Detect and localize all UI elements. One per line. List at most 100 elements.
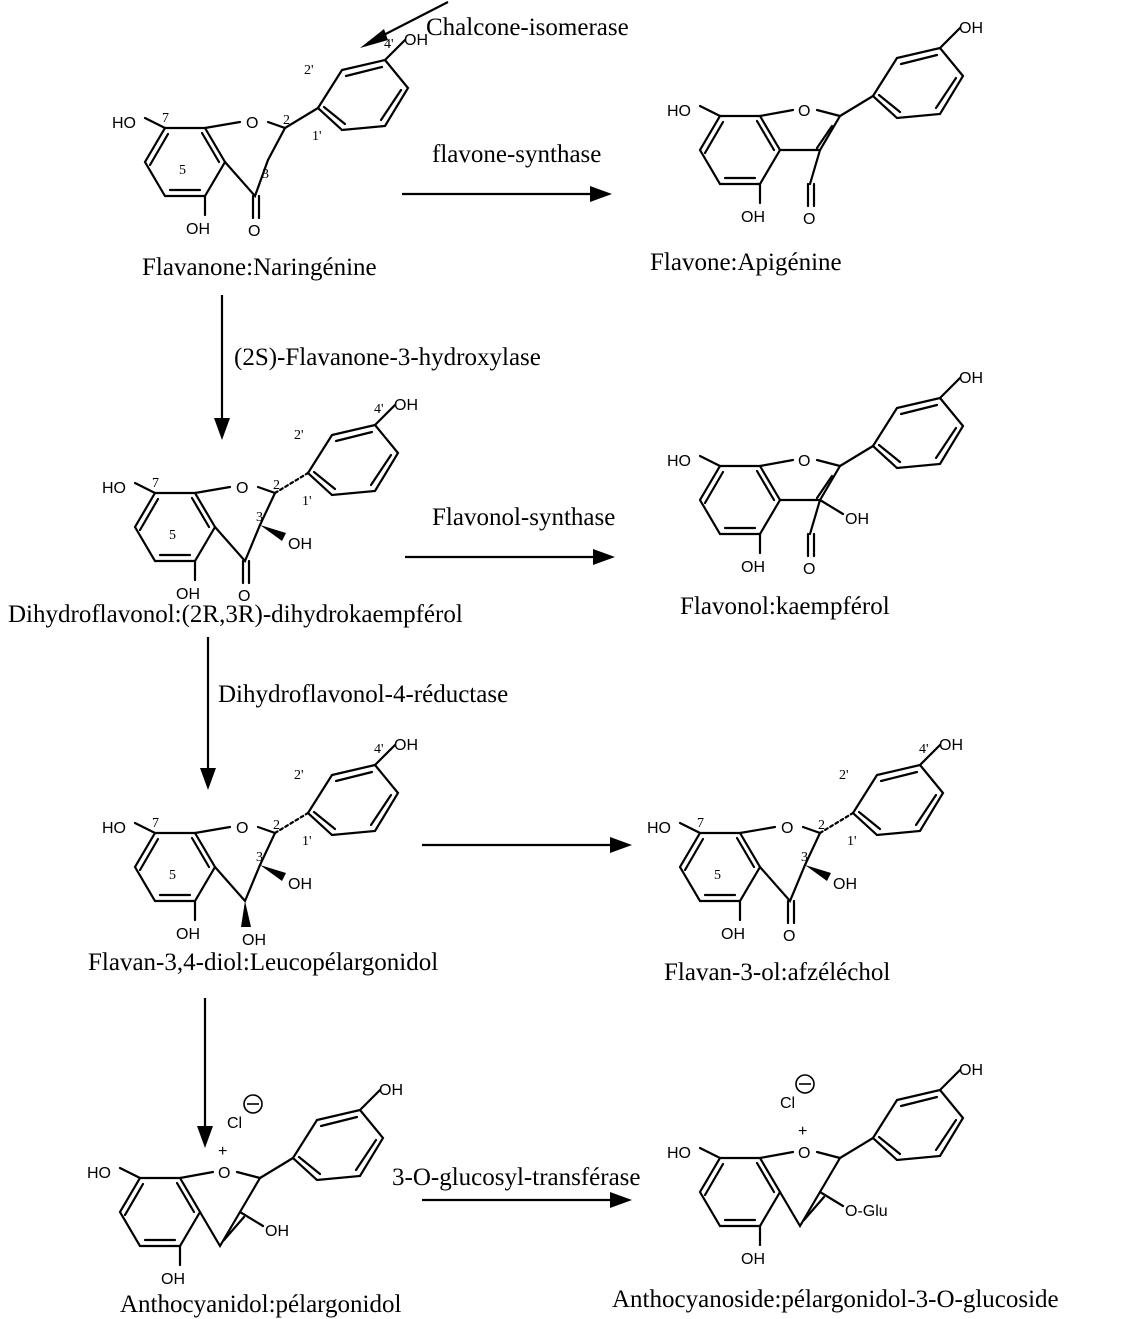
atom-label: OH [394,737,418,754]
atom-label: O [248,223,260,240]
position-label: 2' [839,768,849,783]
position-label: 4' [384,37,394,52]
arrow-afzelechol [422,837,632,853]
atom-label: O [798,453,810,470]
arrow-anthocyanidol [197,998,213,1148]
position-label: 1' [302,834,312,849]
structure-pelargonidol-glucoside: HO OH O + O-Glu OH Cl [667,1062,983,1268]
position-label: 1' [302,494,312,509]
atom-label: OH [176,586,200,603]
position-label: 7 [152,816,159,831]
arrow-flavonol-synthase [405,549,615,565]
enzyme-dihydroflavonol-4-reductase: Dihydroflavonol-4-réductase [218,681,508,708]
position-label: 2' [294,428,304,443]
atom-label: O [238,588,250,605]
atom-label: O [798,1145,810,1162]
atom-label: HO [667,453,691,470]
position-label: 3 [801,850,808,865]
atom-label: OH [186,221,210,238]
position-label: 5 [169,528,176,543]
position-label: 2 [283,113,290,128]
position-label: 5 [169,868,176,883]
position-label: 7 [697,816,704,831]
position-label: 5 [179,163,186,178]
arrow-flavanone-3-hydroxylase [214,295,230,440]
atom-label: HO [667,103,691,120]
position-label: 2' [294,768,304,783]
atom-label: O [246,115,258,132]
atom-label: OH [404,32,428,49]
position-label: 4' [919,742,929,757]
position-label: 3 [256,850,263,865]
atom-label: OH [741,1251,765,1268]
position-label: 2 [818,818,825,833]
structure-pelargonidol: HO OH O + OH OH Cl [87,1082,403,1288]
structure-dihydrokaempferol: HO OH O O OH OH 7 5 2 3 1' 2' 4' [102,397,418,605]
compound-pelargonidol-glucoside: Anthocyanoside:pélargonidol-3-O-glucosid… [612,1286,1059,1313]
compound-dihydrokaempferol: Dihydroflavonol:(2R,3R)-dihydrokaempféro… [8,601,463,628]
atom-label: HO [647,820,671,837]
arrow-glucosyl-transferase [422,1192,632,1208]
atom-label: O [803,561,815,578]
structure-kaempferol: HO OH O O OH OH [667,370,983,578]
atom-label: + [218,1143,227,1160]
atom-label: + [798,1123,807,1140]
compound-pelargonidol: Anthocyanidol:pélargonidol [120,1291,401,1318]
atom-label: OH [741,559,765,576]
minus-charge-icon [795,1074,815,1094]
minus-charge-icon [243,1094,263,1114]
atom-label: OH [288,876,312,893]
atom-label: OH [959,20,983,37]
position-label: 2 [273,478,280,493]
atom-label: OH [845,511,869,528]
atom-label: HO [102,480,126,497]
atom-label: OH [242,932,266,949]
atom-label: Cl [780,1095,795,1112]
atom-label: OH [939,737,963,754]
compound-kaempferol: Flavonol:kaempférol [680,593,890,620]
atom-label: HO [667,1145,691,1162]
position-label: 3 [262,167,269,182]
compound-naringenine: Flavanone:Naringénine [142,254,377,281]
arrow-chalcone-isomerase [360,1,449,48]
position-label: 2 [273,818,280,833]
atom-label: OH [959,370,983,387]
atom-label: O [218,1165,230,1182]
atom-label: O [236,480,248,497]
atom-label: O [781,820,793,837]
compound-leucopelargonidol: Flavan-3,4-diol:Leucopélargonidol [88,949,438,976]
atom-label: O-Glu [845,1203,888,1220]
atom-label: OH [176,926,200,943]
position-label: 5 [714,868,721,883]
atom-label: OH [394,397,418,414]
structure-leucopelargonidol: HO OH O OH OH OH 7 5 2 3 1' 2' 4' [102,737,418,949]
structure-apigenine: HO OH O O OH [667,20,983,228]
atom-label: OH [288,536,312,553]
atom-label: Cl [227,1115,242,1132]
atom-label: HO [102,820,126,837]
atom-label: OH [265,1223,289,1240]
position-label: 1' [312,129,322,144]
arrow-dihydroflavonol-4-reductase [200,637,216,790]
atom-label: HO [112,115,136,132]
enzyme-chalcone-isomerase: Chalcone-isomerase [426,14,629,41]
position-label: 4' [374,742,384,757]
atom-label: OH [721,926,745,943]
atom-label: O [798,103,810,120]
atom-label: OH [161,1271,185,1288]
atom-label: OH [833,876,857,893]
position-label: 7 [152,476,159,491]
enzyme-flavonol-synthase: Flavonol-synthase [432,504,615,531]
arrow-flavone-synthase [402,186,612,202]
atom-label: OH [741,209,765,226]
enzyme-glucosyl-transferase: 3-O-glucosyl-transférase [392,1164,641,1191]
position-label: 2' [304,63,314,78]
atom-label: OH [959,1062,983,1079]
position-label: 4' [374,402,384,417]
position-label: 3 [256,510,263,525]
compound-afzelechol: Flavan-3-ol:afzéléchol [664,959,890,986]
structure-naringenine: HO OH O O OH 7 5 2 3 1' 2' 4' [112,32,428,240]
atom-label: O [783,928,795,945]
compound-apigenine: Flavone:Apigénine [650,249,842,276]
